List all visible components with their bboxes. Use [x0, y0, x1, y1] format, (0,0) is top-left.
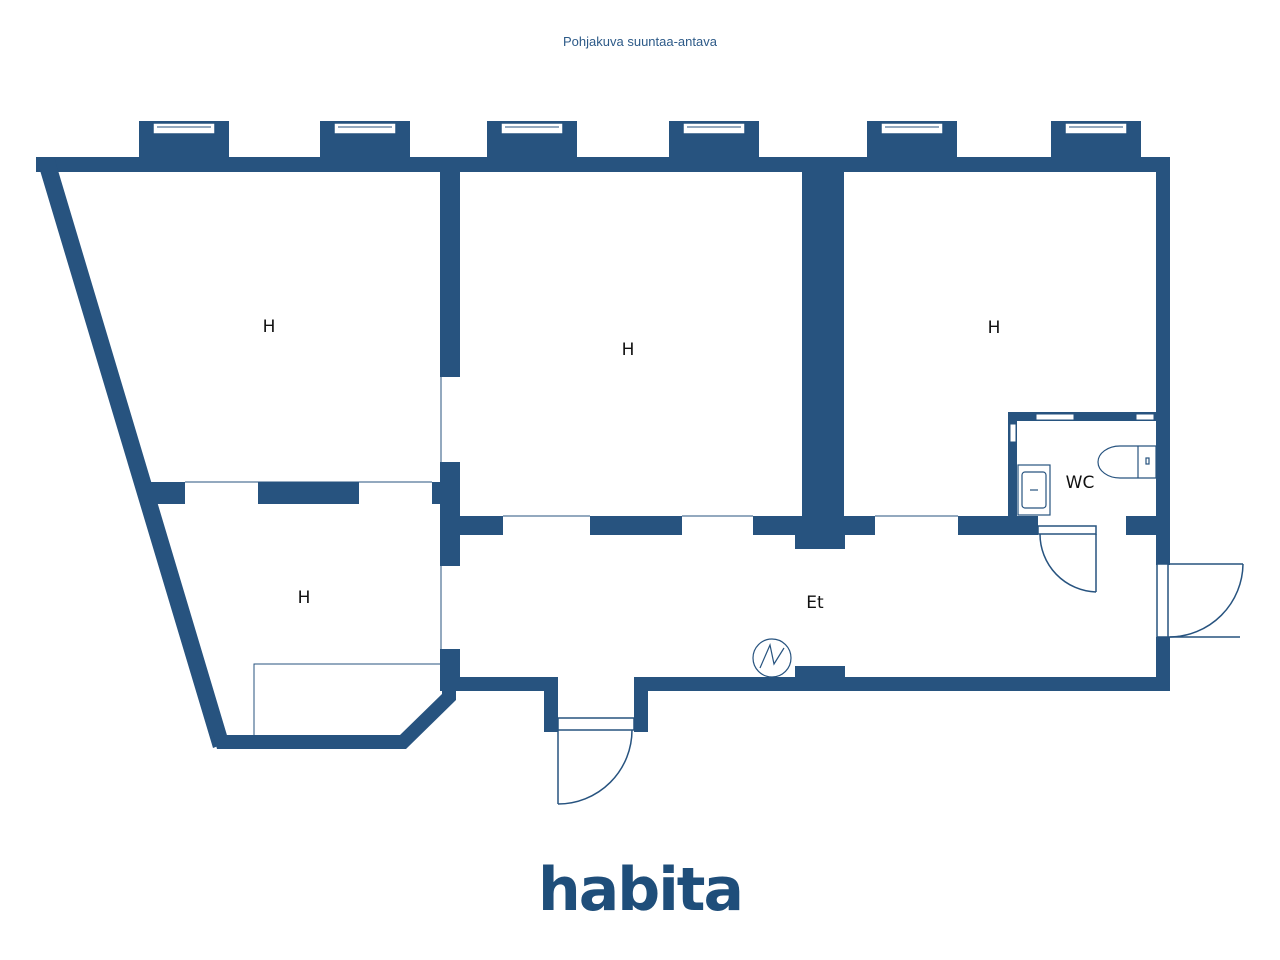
exterior-walls: [36, 157, 1170, 749]
door-icon: [557, 717, 635, 805]
window-icon: [320, 121, 410, 161]
room-label-3: H: [988, 318, 1001, 338]
room-label-4: H: [298, 588, 311, 608]
window-icon: [487, 121, 577, 161]
electric-panel-icon: [752, 638, 792, 678]
toilet-icon: [1097, 445, 1157, 479]
right-wall-upper: [1156, 157, 1170, 565]
wc-label: WC: [1066, 473, 1095, 493]
window-icon: [1051, 121, 1141, 161]
interior-wall-left-h-c: [432, 482, 460, 504]
room-label-1: H: [263, 317, 276, 337]
hall-wall-e: [958, 516, 1038, 535]
right-wall-lower: [1156, 637, 1170, 690]
wc-window-marks: [1009, 413, 1155, 443]
left-diagonal-wall: [36, 157, 229, 748]
bottom-wall-bump: [795, 666, 845, 680]
bottom-wall-b: [634, 677, 1170, 691]
interior-wall-left-middle: [440, 462, 460, 566]
habita-logo: habita: [538, 855, 742, 925]
window-icon: [139, 121, 229, 161]
bottom-wall-a: [456, 677, 558, 691]
entry-recess-left-foot: [544, 718, 558, 732]
wc-wall-left: [1008, 412, 1017, 532]
hall-wall-d: [844, 516, 875, 535]
window-icon: [669, 121, 759, 161]
room-label-2: H: [622, 340, 635, 360]
thin-lines: [185, 377, 958, 735]
window-icon: [867, 121, 957, 161]
interior-wall-left-lower: [440, 649, 460, 691]
interior-wall-left-upper: [440, 157, 460, 377]
sink-icon: [1017, 464, 1051, 516]
hall-wall-b: [590, 516, 682, 535]
windows: [139, 121, 1141, 161]
disclaimer-text: Pohjakuva suuntaa-antava: [563, 34, 717, 49]
door-icon: [1156, 563, 1244, 638]
interior-wall-left-h-b: [258, 482, 359, 504]
room-labels: H H H H Et WC: [263, 317, 1095, 613]
hall-wall-a: [456, 516, 503, 535]
bottom-left-wall: [213, 680, 456, 749]
hallway-label: Et: [806, 593, 824, 613]
interior-walls: [147, 157, 1170, 691]
wc-wall-top: [1008, 412, 1168, 421]
door-icon: [1037, 525, 1097, 593]
interior-wall-left-h-a: [147, 482, 185, 504]
hall-wall-f: [1126, 516, 1170, 535]
hall-wall-c: [753, 516, 845, 535]
chimney-wall: [802, 157, 844, 527]
